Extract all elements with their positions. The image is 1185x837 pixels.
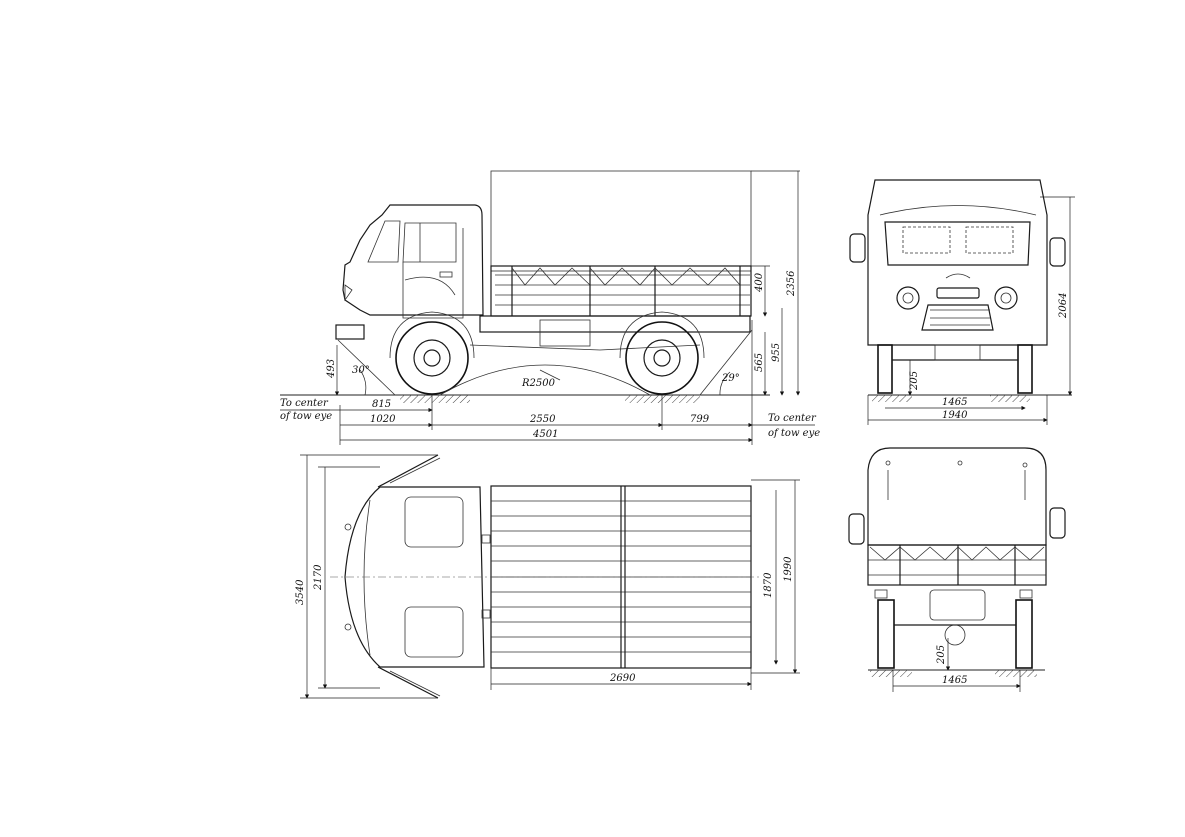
side-view: 4501 2550 1020 799 815 R2500 30° 29° 235…: [280, 170, 820, 445]
dim-ramp-radius: R2500: [521, 378, 556, 389]
top-view: 3540 2170 2690 1870 1990: [295, 454, 800, 699]
tow-front-label-2: of tow eye: [280, 411, 332, 422]
tow-rear-label-2: of tow eye: [768, 428, 820, 439]
dim-rear-overhang: 799: [690, 414, 710, 425]
top-dim-bed-inner-width: 1870: [763, 572, 774, 598]
dim-front-to-tow: 815: [372, 399, 391, 410]
top-dim-bed-length: 2690: [609, 673, 636, 684]
front-view: 2064 1465 1940 205: [849, 179, 1075, 425]
front-dim-clearance: 205: [909, 371, 920, 391]
front-dim-width: 1940: [942, 410, 968, 421]
rear-dim-clearance: 205: [936, 645, 947, 665]
tow-front-label-1: To center: [280, 398, 329, 409]
dim-frame-height: 565: [754, 353, 765, 372]
dim-overall-length: 4501: [532, 429, 558, 440]
dim-approach-angle: 30°: [352, 365, 370, 376]
rear-view: 1465 205: [848, 447, 1066, 692]
dim-side-height: 400: [754, 272, 765, 293]
dim-front-overhang: 1020: [370, 414, 396, 425]
front-dim-track: 1465: [942, 397, 967, 408]
top-dim-cab-width: 2170: [313, 564, 324, 591]
rear-dim-track: 1465: [942, 675, 967, 686]
top-dim-bed-outer-width: 1990: [783, 556, 794, 582]
dim-front-tow-height: 493: [326, 359, 337, 379]
dim-platform-height: 955: [771, 343, 782, 362]
dim-wheelbase: 2550: [529, 414, 556, 425]
top-dim-overall-width: 3540: [295, 579, 306, 605]
dim-departure-angle: 29°: [721, 373, 740, 384]
front-dim-height: 2064: [1058, 293, 1069, 319]
tow-rear-label-1: To center: [768, 413, 817, 424]
dim-height-overall: 2356: [786, 270, 797, 297]
